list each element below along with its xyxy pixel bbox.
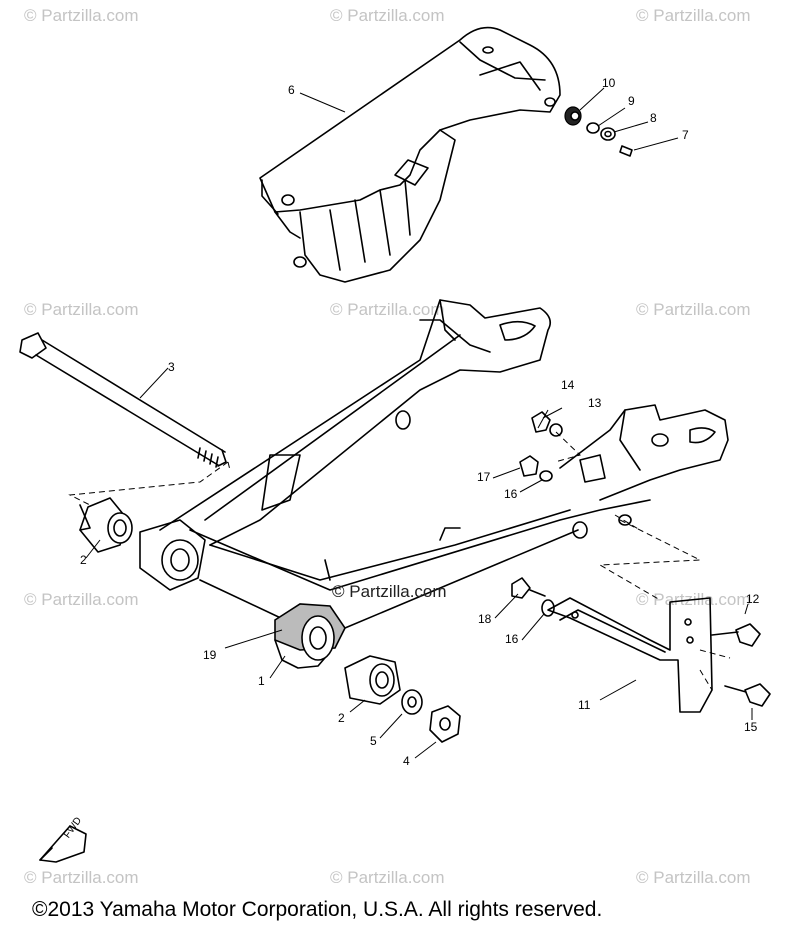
watermark: © Partzilla.com (636, 868, 751, 887)
callout-19: 19 (203, 648, 217, 662)
callout-12: 12 (746, 592, 760, 606)
swingarm-part (159, 299, 729, 591)
right-collar-hardware (344, 655, 461, 759)
watermark: © Partzilla.com (24, 300, 139, 319)
callout-6: 6 (288, 83, 295, 97)
watermark: © Partzilla.com (330, 868, 445, 887)
watermark: © Partzilla.com (24, 590, 139, 609)
upper-hardware (492, 407, 581, 641)
bracket-part (547, 514, 771, 720)
callout-2b: 2 (338, 711, 345, 725)
callout-4: 4 (403, 754, 410, 768)
callout-16: 16 (504, 487, 518, 501)
pivot-shaft-part (19, 332, 231, 506)
callout-17: 17 (477, 470, 491, 484)
watermark: © Partzilla.com (24, 6, 139, 25)
callout-13: 13 (588, 396, 602, 410)
watermark: © Partzilla.com (330, 6, 445, 25)
callout-14: 14 (561, 378, 575, 392)
left-bushing-part (79, 497, 206, 591)
callout-1: 1 (258, 674, 265, 688)
callout-9: 9 (628, 94, 635, 108)
hardware-7-10 (299, 87, 679, 157)
fwd-arrow-icon (39, 825, 87, 863)
callout-8: 8 (650, 111, 657, 125)
callout-7: 7 (682, 128, 689, 142)
watermark: © Partzilla.com (24, 868, 139, 887)
callout-18: 18 (478, 612, 492, 626)
callout-11: 11 (578, 698, 591, 712)
watermark: © Partzilla.com (636, 6, 751, 25)
chain-case-part (259, 26, 561, 283)
copyright-notice: ©2013 Yamaha Motor Corporation, U.S.A. A… (32, 898, 603, 921)
callout-15: 15 (744, 720, 758, 734)
watermark: © Partzilla.com (636, 300, 751, 319)
callout-16b: 16 (505, 632, 519, 646)
callout-10: 10 (602, 76, 616, 90)
right-bushing-part (199, 529, 579, 679)
center-watermark: © Partzilla.com (332, 582, 447, 601)
watermark: © Partzilla.com (330, 300, 445, 319)
callout-3: 3 (168, 360, 175, 374)
callout-5: 5 (370, 734, 377, 748)
callout-2: 2 (80, 553, 87, 567)
